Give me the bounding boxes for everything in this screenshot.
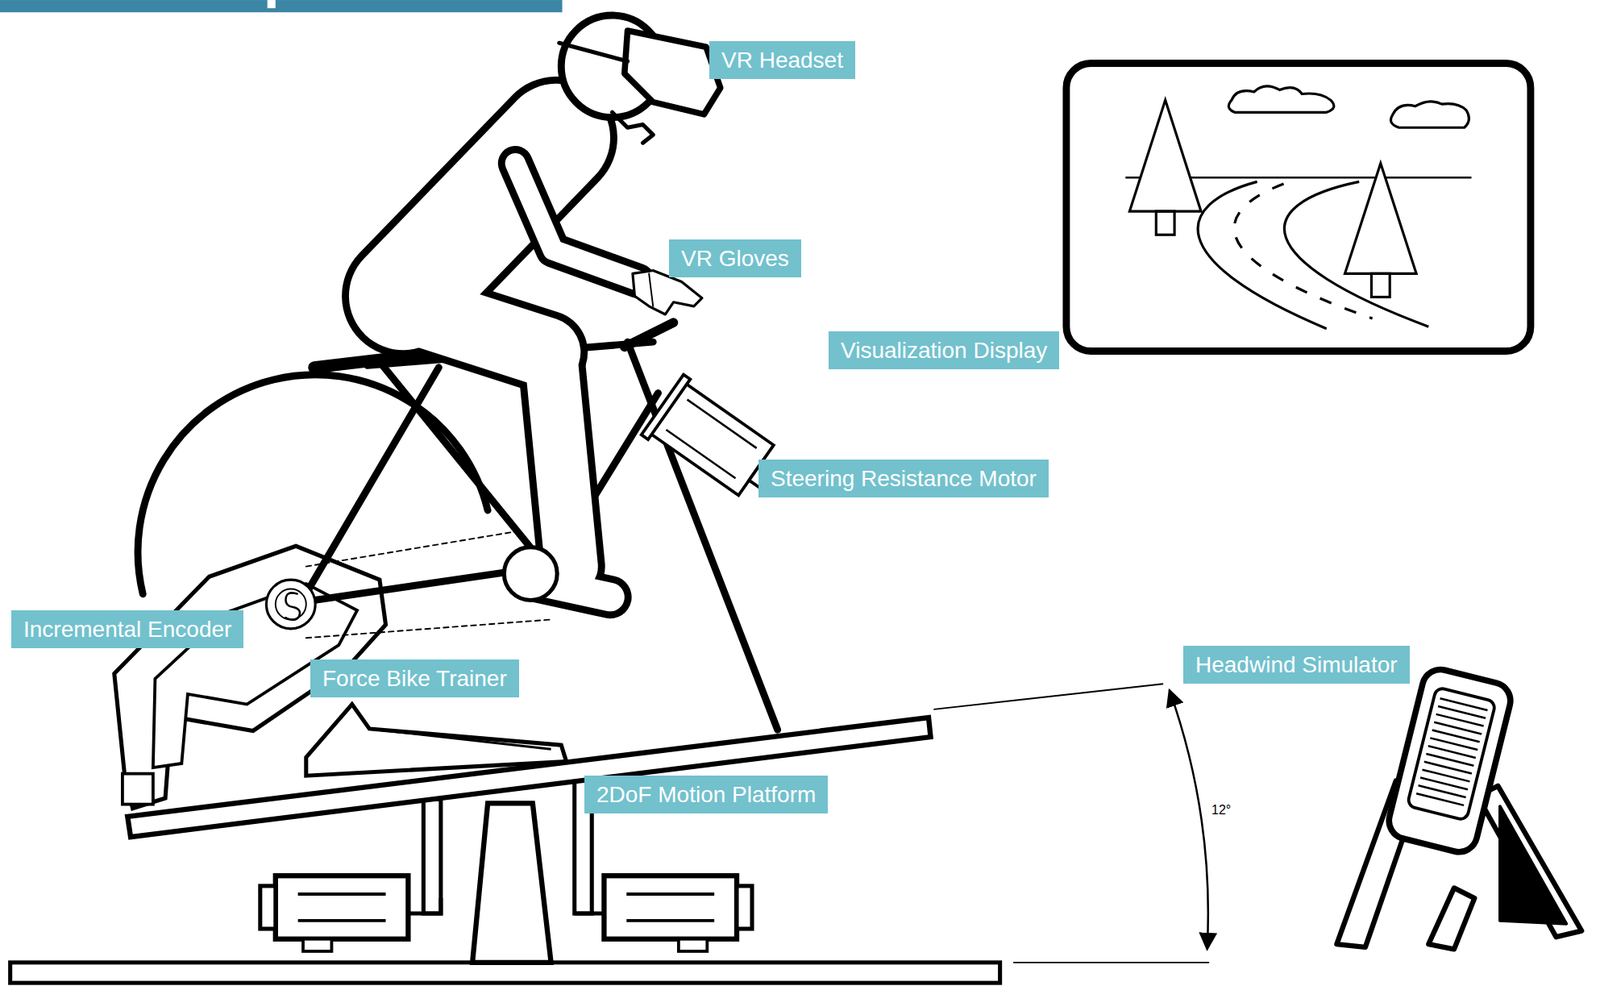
angle-dimension-part [1169, 689, 1209, 950]
encoder-symbol [265, 579, 316, 629]
part-label-text: Incremental Encoder [23, 615, 232, 644]
motion-platform-part [1013, 961, 1210, 964]
steering-motor-part [641, 374, 691, 440]
part-label-text: VR Headset [721, 45, 844, 75]
rider-figure-part [648, 273, 653, 307]
part-label: VR Headset [709, 41, 856, 79]
bicycle-part [137, 374, 488, 595]
part-label-text: Headwind Simulator [1195, 650, 1398, 679]
motion-platform-part [678, 939, 707, 952]
bike-trainer-part [306, 704, 567, 777]
display-screen-part [1371, 273, 1390, 297]
display-screen-part [1228, 86, 1334, 113]
header-bar [0, 0, 563, 13]
motion-platform-part [574, 911, 605, 916]
angle-dimension [933, 683, 1208, 949]
bicycle-part [300, 367, 439, 603]
bicycle-part [306, 619, 552, 638]
motion-platform-part [275, 875, 409, 939]
display-screen-part [1197, 181, 1327, 329]
bicycle-part [624, 322, 674, 347]
motion-platform-part [303, 939, 332, 952]
rider-figure-part [403, 306, 546, 353]
encoder-symbol-part [284, 592, 300, 620]
motion-platform-part [603, 875, 737, 939]
display-screen-part [1066, 63, 1531, 352]
steering-motor-part [687, 399, 757, 449]
rider-figure-part [503, 547, 557, 601]
rider-figure-part [403, 306, 546, 353]
motion-platform-part [626, 918, 715, 923]
encoder-symbol-part [275, 588, 307, 620]
part-label: VR Gloves [669, 239, 802, 278]
part-label: Headwind Simulator [1183, 645, 1410, 684]
rider-figure [403, 15, 721, 600]
motion-platform-part [626, 892, 715, 896]
motion-platform-part [472, 802, 551, 962]
motion-platform-part [127, 717, 931, 837]
display-screen [1066, 63, 1531, 352]
rider-figure-part [624, 30, 721, 115]
part-label-text: Force Bike Trainer [322, 664, 508, 693]
headwind-fan-part-part [1416, 698, 1488, 806]
headwind-fan-part [1500, 806, 1567, 924]
bike-trainer [114, 545, 567, 808]
part-label-text: Visualization Display [840, 336, 1048, 365]
bike-trainer-part [122, 773, 154, 805]
rider-figure-part [551, 357, 572, 567]
rider-figure-part [551, 357, 572, 567]
headwind-fan-part [1384, 665, 1514, 857]
part-label: 2DoF Motion Platform [584, 775, 828, 814]
part-label-text: VR Gloves [681, 244, 790, 273]
rider-figure-part [559, 42, 628, 62]
display-screen-part [1129, 99, 1202, 212]
part-label: Force Bike Trainer [310, 659, 520, 698]
steering-motor-part [665, 429, 736, 478]
motion-platform-part [298, 892, 387, 896]
headwind-fan-part-part-part [1416, 793, 1464, 806]
bicycle-part [627, 341, 778, 730]
motion-platform [10, 717, 1210, 983]
headwind-fan [1336, 665, 1582, 950]
rider-figure-part [515, 163, 638, 282]
rider-figure-part [515, 163, 638, 282]
motion-platform-part [736, 885, 753, 929]
display-screen-part [1155, 211, 1175, 235]
part-label: Visualization Display [828, 331, 1060, 370]
headwind-fan-part-part [1406, 686, 1496, 821]
motion-platform-part [260, 885, 276, 929]
display-screen-part [1390, 101, 1469, 128]
header-bar-part [267, 0, 276, 9]
headwind-fan-part [1428, 887, 1475, 949]
header-bar-part [0, 0, 563, 13]
angle-label: 12° [1209, 802, 1233, 819]
part-label-text: Steering Resistance Motor [770, 464, 1037, 493]
angle-dimension-part [933, 683, 1164, 710]
motion-platform-part [407, 897, 441, 914]
part-label-text: 2DoF Motion Platform [596, 780, 816, 809]
bike-trainer-part [369, 728, 551, 749]
part-label: Steering Resistance Motor [758, 459, 1049, 498]
encoder-symbol-part [265, 579, 316, 629]
headwind-fan-part-part [1384, 665, 1514, 857]
bicycle [137, 322, 778, 730]
headwind-fan-part [1477, 785, 1582, 937]
rider-figure-part [612, 112, 654, 143]
part-label: Incremental Encoder [11, 610, 244, 649]
motion-platform-part [10, 962, 1001, 983]
display-screen-part [1345, 163, 1418, 275]
motion-platform-part [298, 918, 387, 923]
motion-platform-part [423, 798, 441, 914]
